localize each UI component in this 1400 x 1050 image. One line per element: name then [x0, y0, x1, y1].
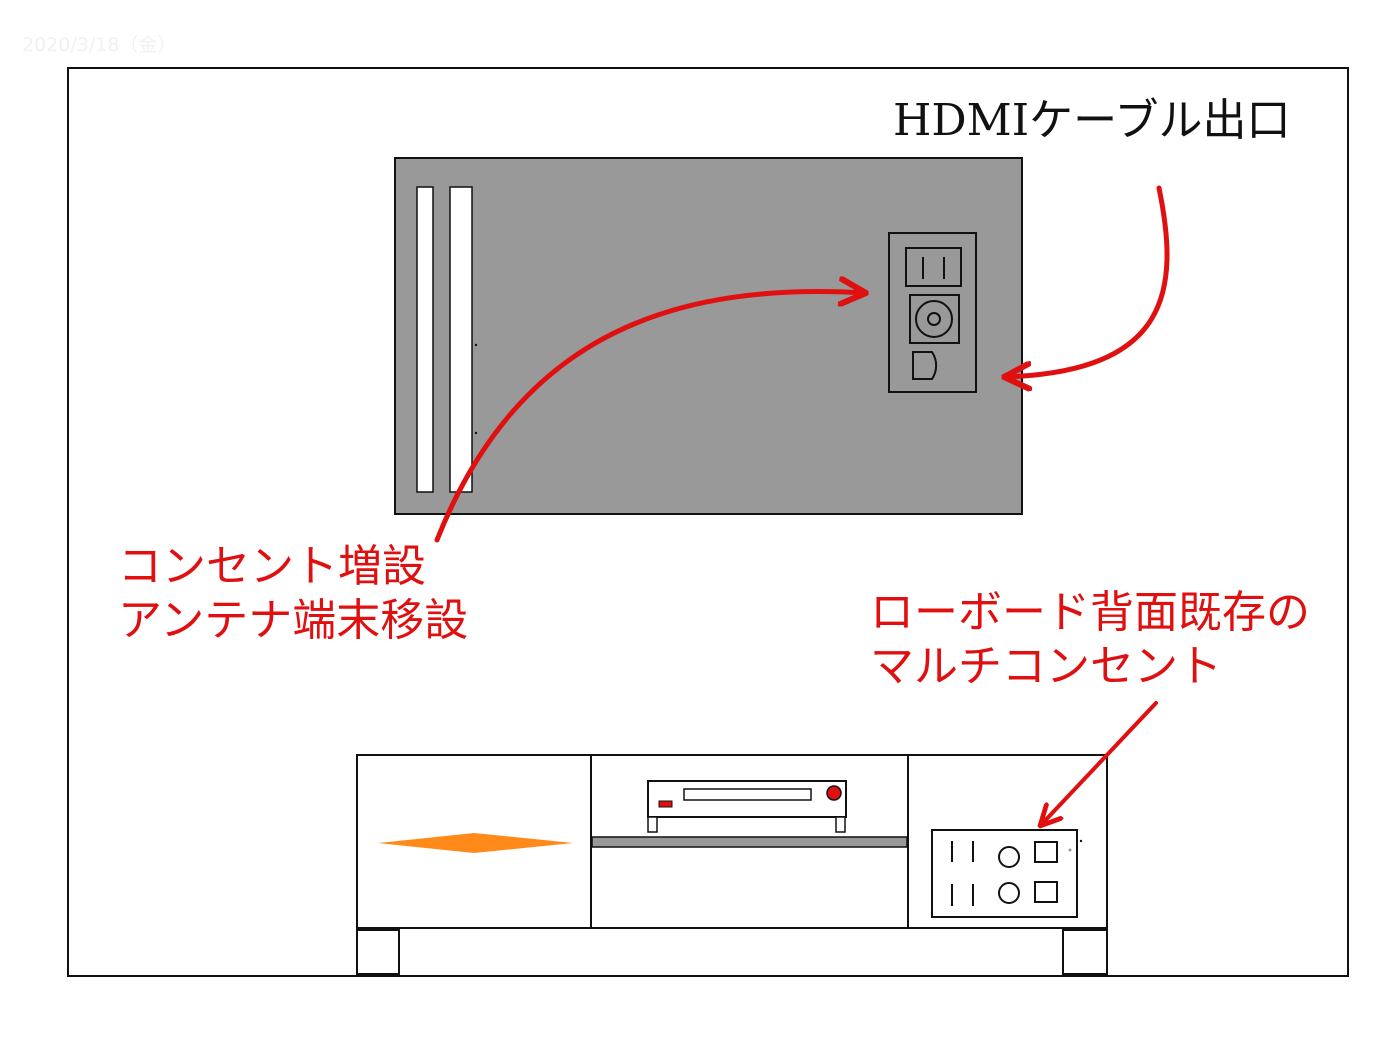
outlet-antenna-plate-icon	[888, 232, 977, 393]
existing-outlet-label-line2: マルチコンセント	[870, 641, 1222, 692]
arrow-new-outlet	[434, 292, 866, 543]
mount-rail-right	[449, 186, 473, 493]
drawer-handle	[378, 833, 573, 853]
new-outlet-label-line2: アンテナ端末移設	[118, 595, 469, 646]
arrow-existing-outlet	[1040, 701, 1158, 826]
wall-panel	[394, 157, 1023, 515]
shelf-board	[591, 836, 908, 848]
video-recorder-icon	[647, 780, 847, 833]
existing-outlet-label-line1: ローボード背面既存の	[870, 587, 1310, 638]
leg-left	[356, 929, 400, 975]
leg-right	[1062, 929, 1108, 975]
hdmi-outlet-label: HDMIケーブル出口	[893, 95, 1291, 146]
date-watermark: 2020/3/18（金）	[22, 34, 177, 56]
arrow-hdmi-outlet	[1004, 185, 1170, 377]
multi-outlet-icon	[931, 829, 1083, 918]
new-outlet-label-line1: コンセント増設	[118, 541, 426, 592]
mount-rail-left	[416, 186, 434, 493]
